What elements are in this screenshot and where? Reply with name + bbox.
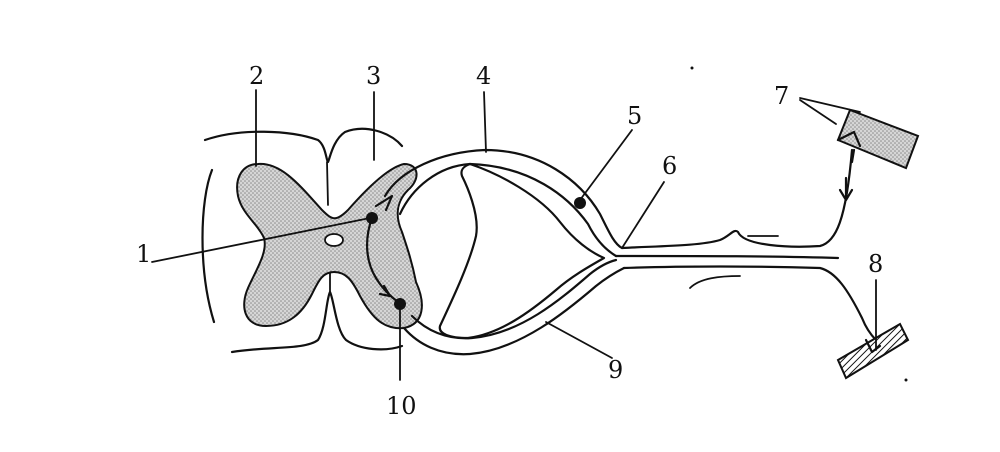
label-10: 10 bbox=[386, 392, 417, 420]
label-1: 1 bbox=[136, 240, 151, 268]
central-canal bbox=[324, 233, 344, 247]
receptor bbox=[836, 108, 920, 170]
label-4: 4 bbox=[476, 62, 491, 90]
label-9: 9 bbox=[608, 356, 623, 384]
label-6: 6 bbox=[662, 152, 677, 180]
spinal-nerve bbox=[614, 148, 878, 342]
leader-lines bbox=[151, 89, 877, 381]
label-8: 8 bbox=[868, 250, 883, 278]
impulse-arrow bbox=[838, 176, 854, 202]
sensory-neuron-body bbox=[574, 197, 586, 209]
effector bbox=[836, 322, 910, 380]
label-3: 3 bbox=[366, 62, 381, 90]
label-5: 5 bbox=[627, 102, 642, 130]
ventral-root bbox=[402, 258, 626, 356]
interneuron bbox=[365, 194, 406, 310]
label-2: 2 bbox=[249, 62, 264, 90]
dorsal-root bbox=[383, 148, 624, 258]
spinal-cord-outline bbox=[201, 127, 404, 354]
ganglion-space bbox=[438, 162, 606, 340]
label-7: 7 bbox=[774, 82, 789, 110]
speck bbox=[904, 378, 908, 382]
speck bbox=[690, 66, 694, 70]
